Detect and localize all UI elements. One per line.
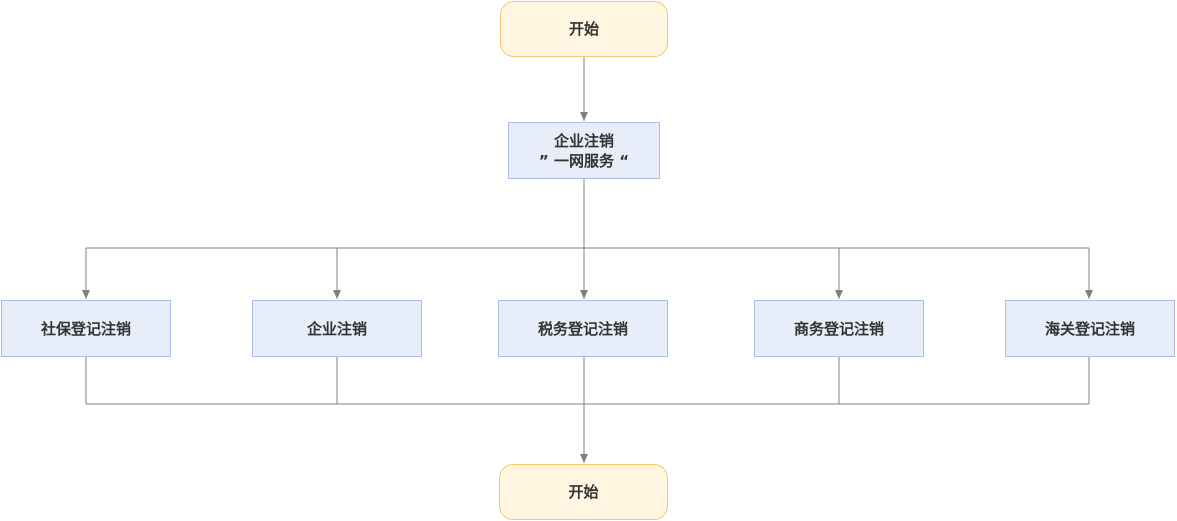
branch-node-customs: 海关登记注销 — [1005, 300, 1175, 357]
branch-node-social-security: 社保登记注销 — [1, 300, 171, 357]
branch-node-enterprise: 企业注销 — [252, 300, 422, 357]
branch-node-commerce: 商务登记注销 — [754, 300, 924, 357]
branch-node-tax: 税务登记注销 — [498, 300, 668, 357]
center-node-line-1: 企业注销 — [553, 131, 614, 150]
start-node-label: 开始 — [568, 20, 599, 38]
end-node-label: 开始 — [568, 483, 599, 501]
center-node: 企业注销 ” 一网服务 “ — [508, 122, 660, 179]
end-node: 开始 — [499, 464, 668, 520]
start-node: 开始 — [500, 1, 668, 57]
branch-node-label: 税务登记注销 — [537, 319, 628, 338]
branch-node-label: 海关登记注销 — [1044, 319, 1135, 338]
branch-node-label: 社保登记注销 — [40, 319, 131, 338]
branch-node-label: 企业注销 — [306, 319, 367, 338]
branch-node-label: 商务登记注销 — [793, 319, 884, 338]
center-node-line-2: ” 一网服务 “ — [538, 151, 630, 170]
